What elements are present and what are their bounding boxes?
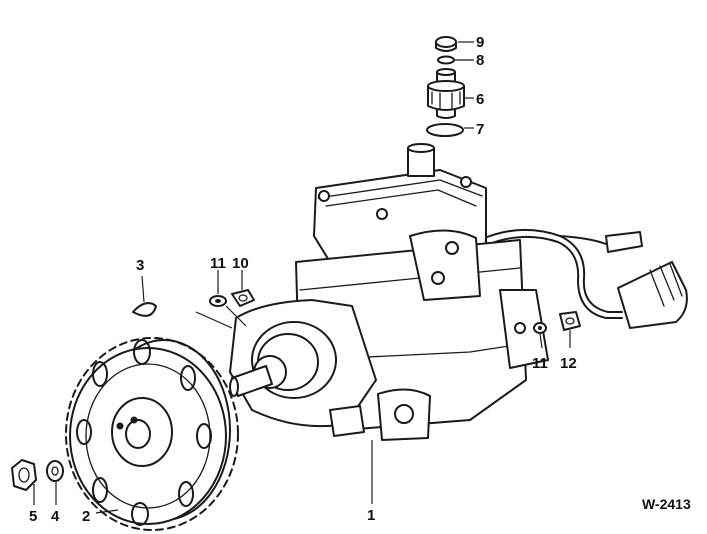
- callout-2: 2: [82, 508, 90, 525]
- callout-9: 9: [476, 34, 484, 51]
- callout-11-right: 11: [532, 355, 548, 372]
- callout-7: 7: [476, 121, 484, 138]
- part-gear-nut: [11, 459, 37, 491]
- leader-2: [95, 509, 119, 514]
- callout-5: 5: [29, 508, 37, 525]
- part-solenoid-valve: [427, 68, 465, 119]
- callout-4: 4: [51, 508, 60, 525]
- callout-11-left: 11: [210, 255, 226, 272]
- part-nut-right: [559, 311, 581, 331]
- callout-10: 10: [232, 255, 249, 272]
- part-cap-nut: [435, 36, 457, 52]
- part-woodruff-key: [132, 302, 157, 317]
- part-washer-left: [209, 295, 227, 307]
- callout-3: 3: [136, 257, 144, 274]
- leader-3: [141, 275, 145, 303]
- part-o-ring: [426, 123, 464, 137]
- callout-8: 8: [476, 52, 484, 69]
- leader-11b: [539, 333, 543, 349]
- callout-1: 1: [367, 507, 375, 524]
- callout-12: 12: [560, 355, 577, 372]
- leader-nut-to-flange: [225, 305, 247, 327]
- figure-reference-code: W-2413: [642, 496, 691, 512]
- part-injection-pump: [229, 143, 688, 441]
- leader-washer-to-flange: [195, 311, 233, 329]
- callout-6: 6: [476, 91, 484, 108]
- part-nut-left: [231, 289, 255, 307]
- part-washer-right: [533, 322, 547, 334]
- part-drive-gear: [65, 337, 239, 531]
- part-gear-washer: [46, 460, 64, 482]
- part-small-ring: [437, 55, 455, 65]
